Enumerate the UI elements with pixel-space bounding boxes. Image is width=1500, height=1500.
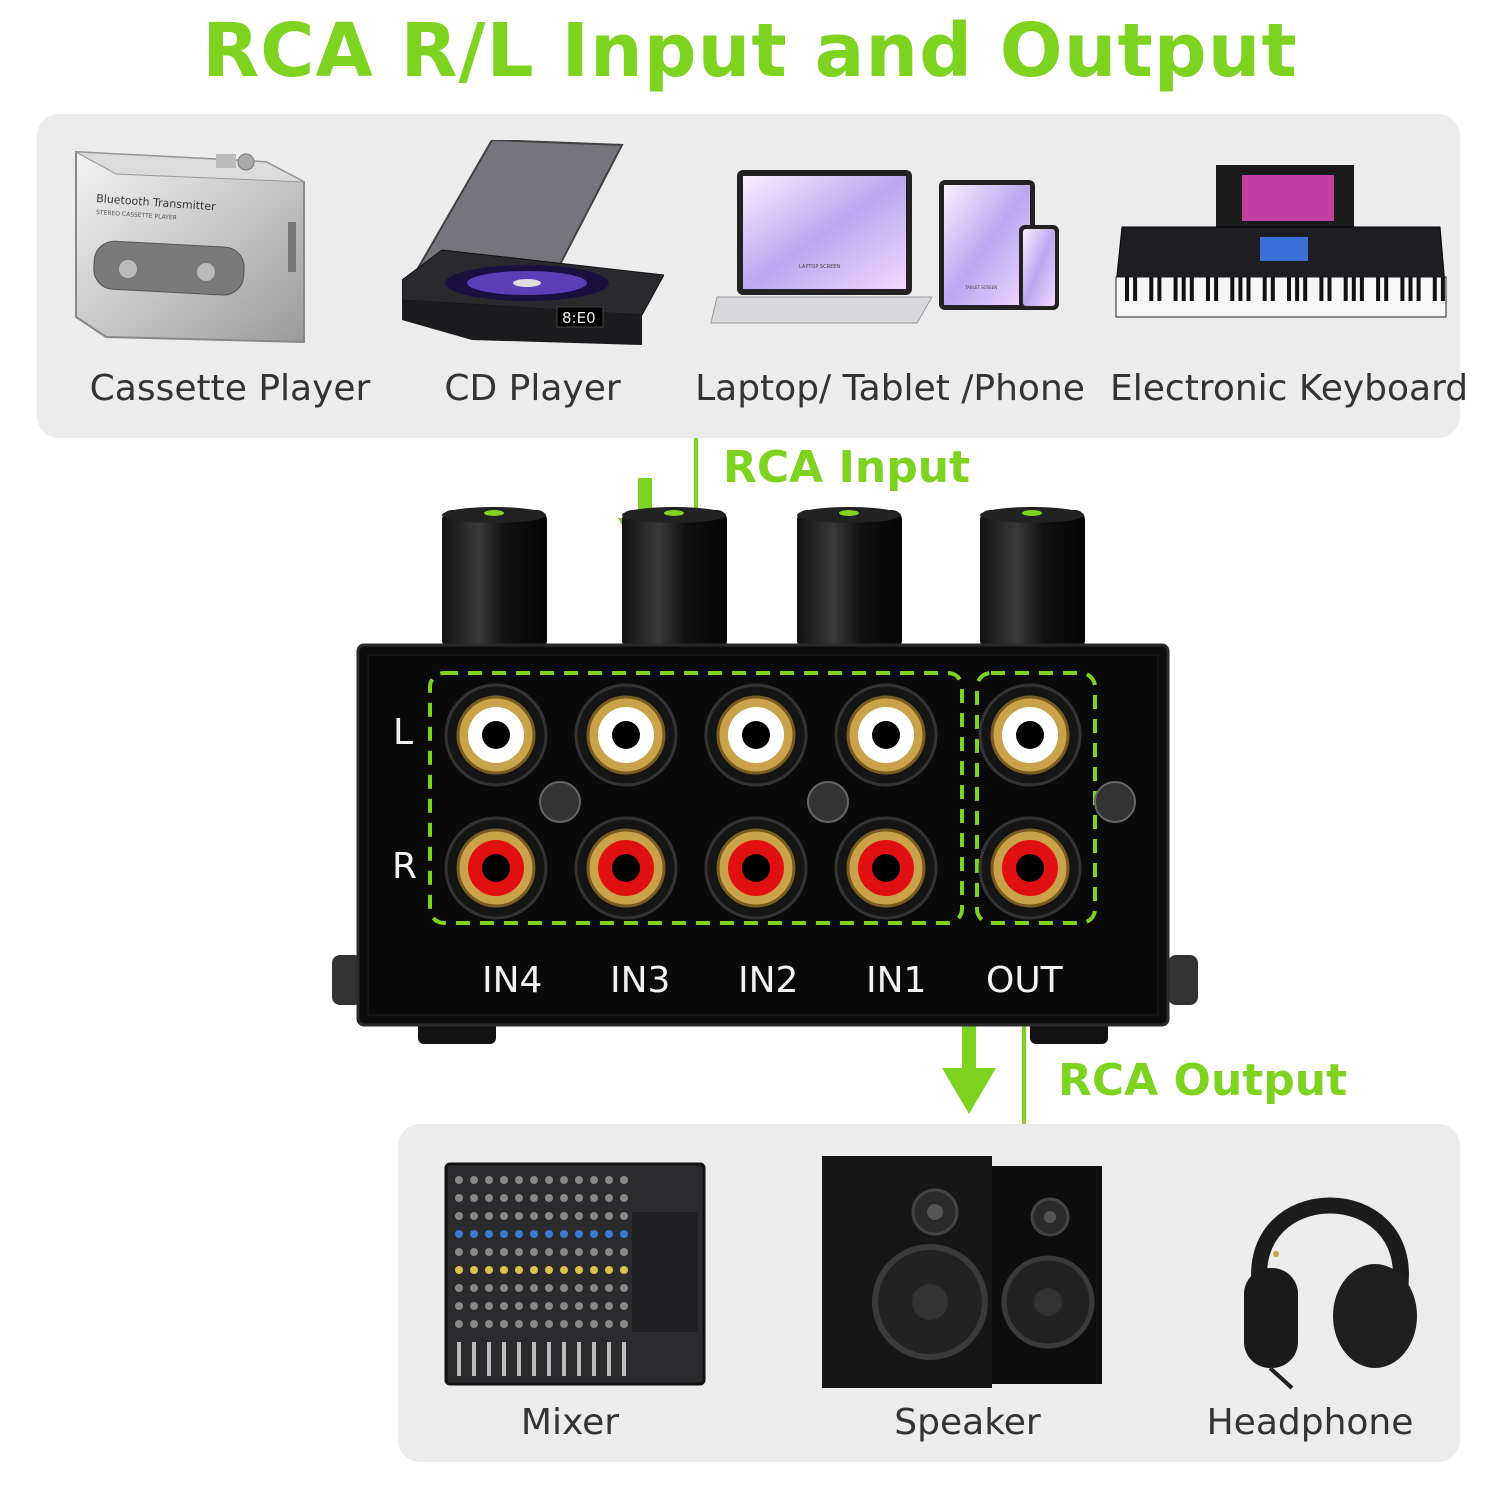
knob-row — [442, 507, 1085, 650]
page-title: RCA R/L Input and Output — [202, 8, 1298, 94]
rca-mixer-device — [332, 507, 1198, 1044]
row-label-left: L — [393, 712, 414, 753]
rca-jack-in2-right[interactable] — [704, 816, 808, 920]
rca-jack-in4-left[interactable] — [444, 683, 548, 787]
laptop-screen-text: LAPTOP SCREEN — [799, 264, 840, 270]
output-label-mixer: Mixer — [520, 1402, 620, 1443]
cassette-player-icon: Bluetooth Transmitter STEREO CASSETTE PL… — [75, 150, 305, 344]
volume-knob — [442, 510, 547, 650]
volume-knob — [980, 510, 1085, 650]
rca-jacks — [444, 683, 1082, 920]
rca-jack-in4-right[interactable] — [444, 816, 548, 920]
port-label-in1: IN1 — [866, 960, 927, 1001]
rca-jack-in3-left[interactable] — [574, 683, 678, 787]
port-label-in4: IN4 — [482, 960, 543, 1001]
mixer-icon — [444, 1162, 706, 1386]
speaker-icon — [822, 1156, 1102, 1388]
electronic-keyboard-icon — [1115, 165, 1447, 318]
source-label-cassette: Cassette Player — [89, 368, 371, 409]
tablet-screen-text: TABLET SCREEN — [964, 285, 997, 290]
port-label-in3: IN3 — [610, 960, 671, 1001]
rca-output-label: RCA Output — [1058, 1055, 1348, 1106]
rca-input-label: RCA Input — [723, 442, 971, 493]
volume-knob — [622, 510, 727, 650]
port-label-out: OUT — [986, 960, 1063, 1001]
source-label-cd: CD Player — [444, 368, 621, 409]
rca-jack-out-right[interactable] — [978, 816, 1082, 920]
headphone-icon — [1244, 1197, 1417, 1390]
volume-knob — [797, 510, 902, 650]
source-label-laptop: Laptop/ Tablet /Phone — [695, 368, 1085, 409]
keyboard-keys — [1125, 277, 1445, 301]
rca-jack-in1-right[interactable] — [834, 816, 938, 920]
port-label-in2: IN2 — [738, 960, 799, 1001]
output-label-headphone: Headphone — [1206, 1402, 1414, 1443]
output-arrow-icon — [942, 1025, 996, 1114]
rca-jack-in3-right[interactable] — [574, 816, 678, 920]
rca-jack-in1-left[interactable] — [834, 683, 938, 787]
cd-player-icon: 8:E0 — [402, 140, 664, 345]
rca-jack-out-left[interactable] — [978, 683, 1082, 787]
source-label-keyboard: Electronic Keyboard — [1110, 368, 1469, 409]
rca-jack-in2-left[interactable] — [704, 683, 808, 787]
laptop-tablet-phone-icon: LAPTOP SCREEN TABLET SCREEN — [710, 170, 1059, 324]
output-label-speaker: Speaker — [894, 1402, 1041, 1443]
row-label-right: R — [392, 846, 418, 887]
cd-display-text: 8:E0 — [562, 309, 596, 327]
